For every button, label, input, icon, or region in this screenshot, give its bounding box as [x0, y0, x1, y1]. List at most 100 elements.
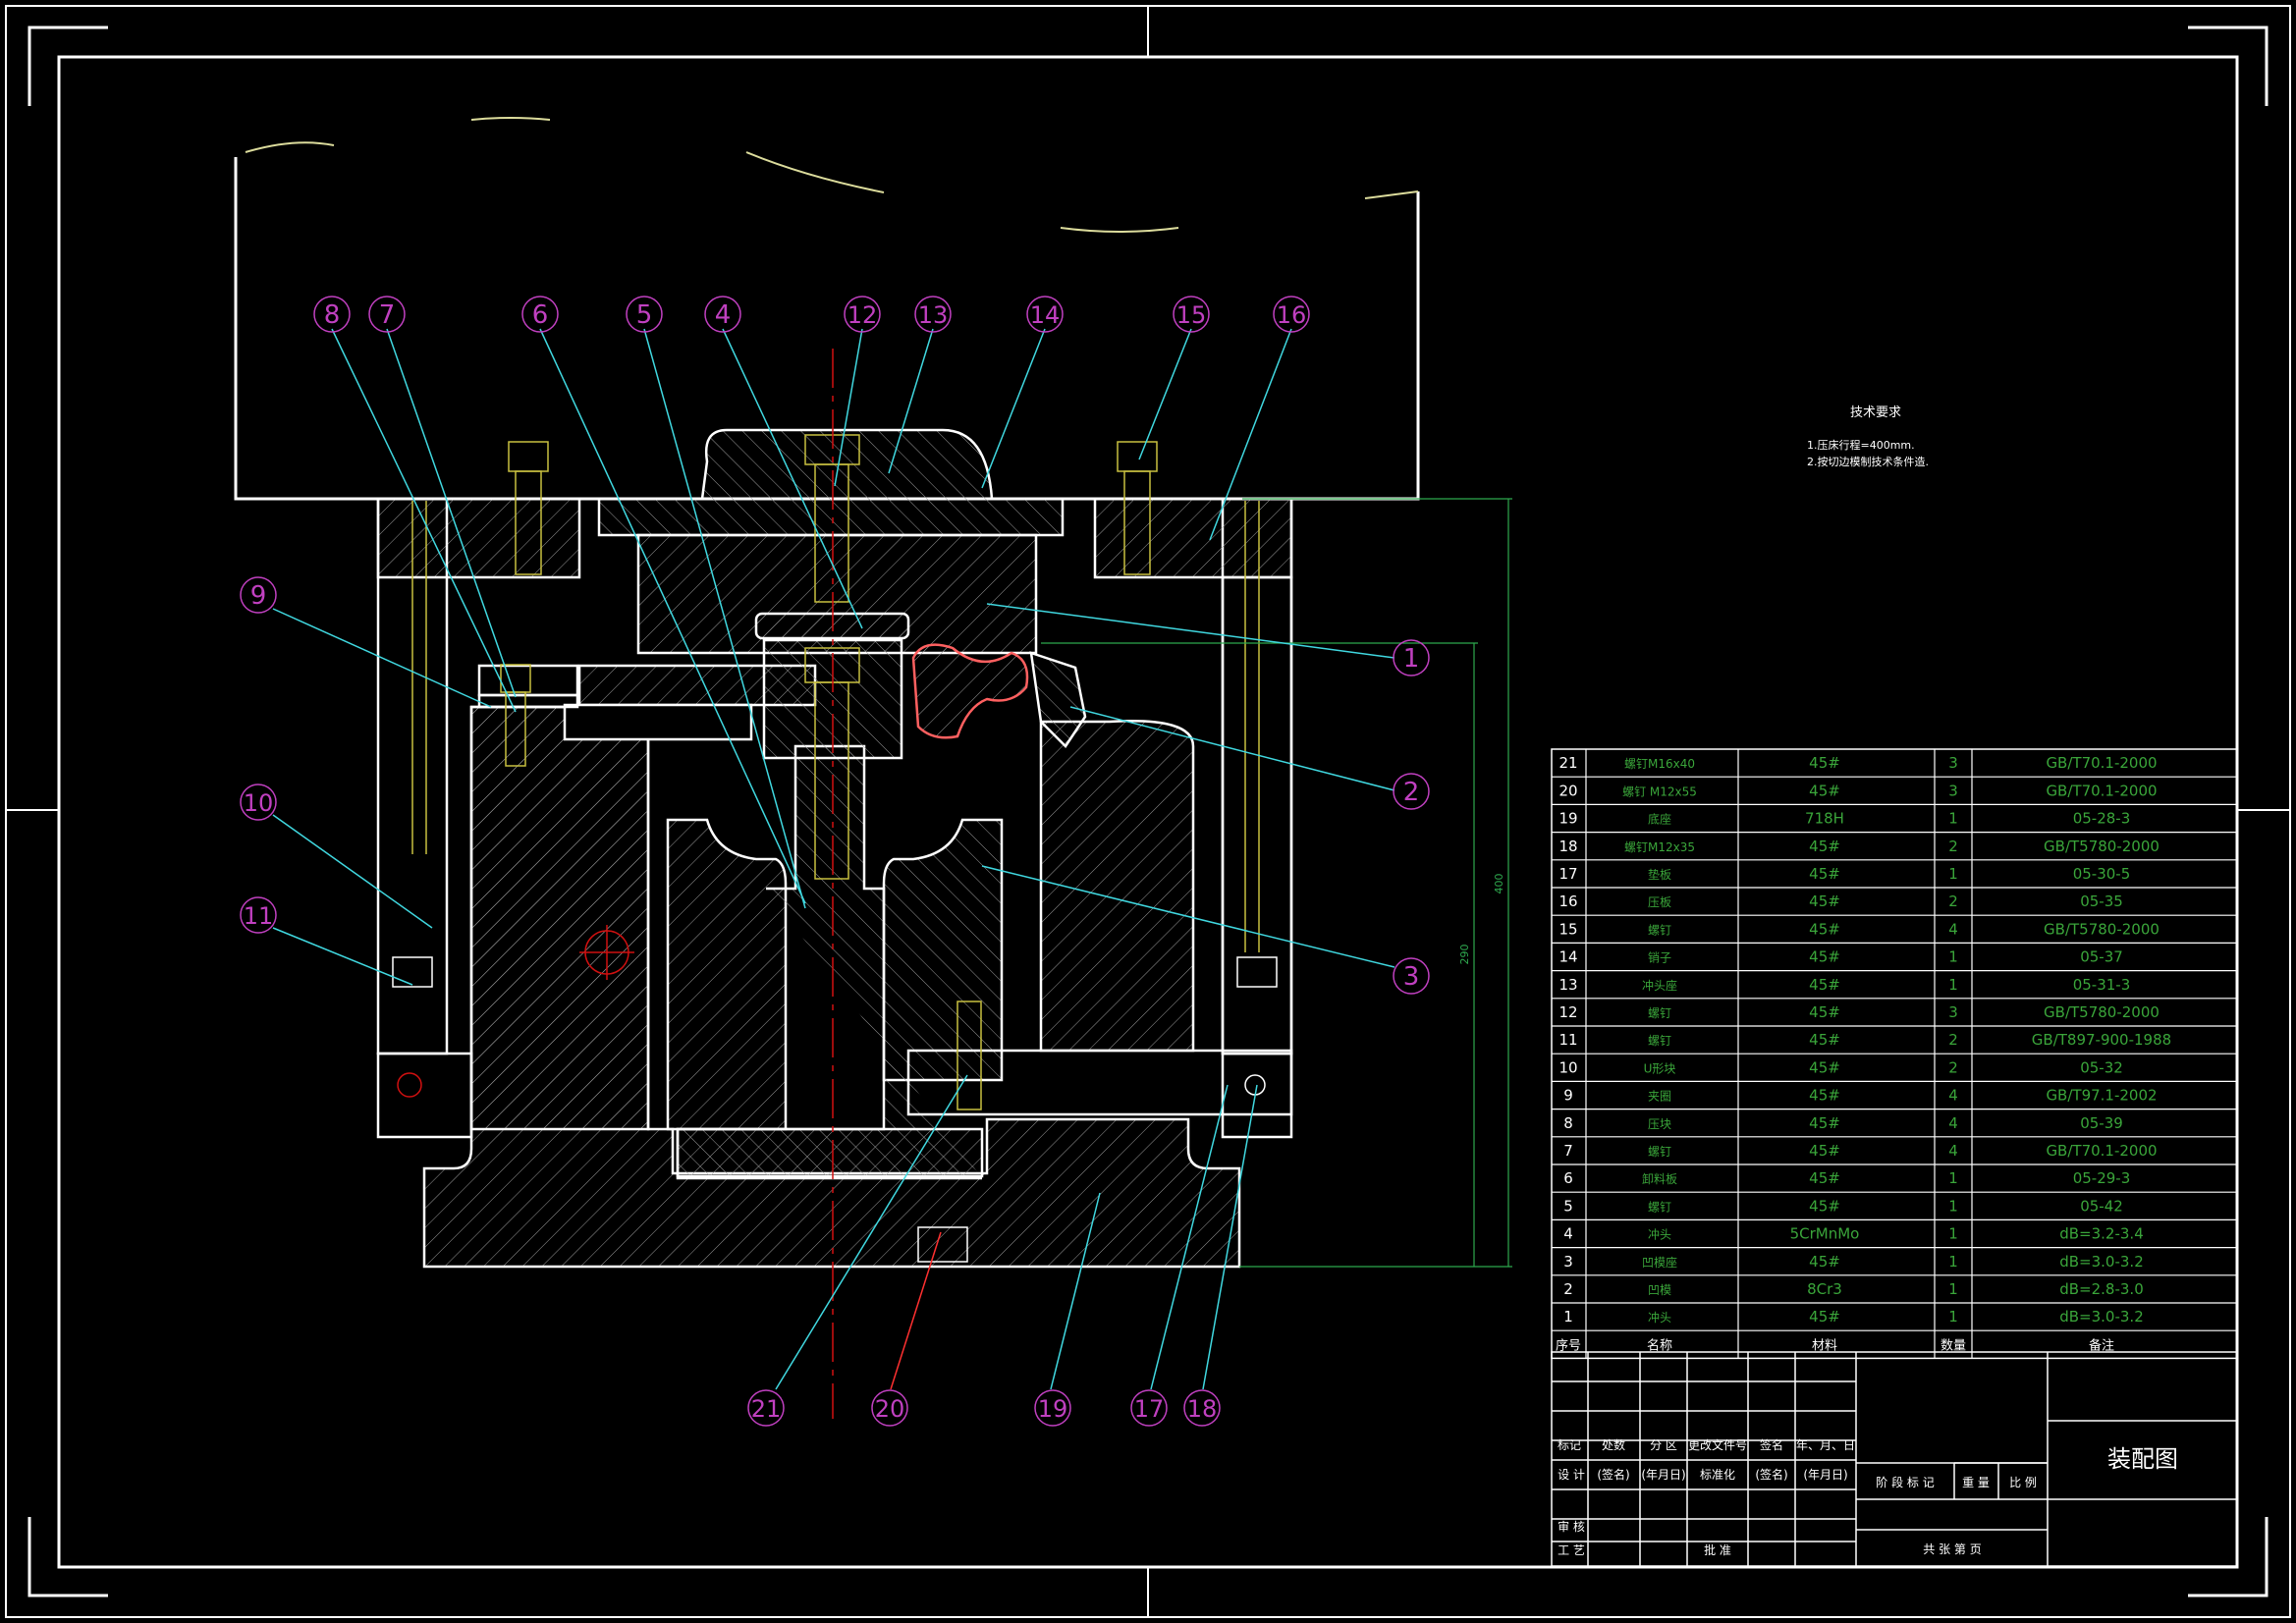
bom-header-cell: 材料 [1812, 1338, 1837, 1353]
svg-text:(签名): (签名) [1755, 1467, 1787, 1482]
bom-cell-no: 20 [1558, 782, 1577, 799]
bom-cell-no: 11 [1558, 1031, 1577, 1049]
bom-cell-remark: 05-31-3 [2073, 976, 2131, 994]
bom-cell-qty: 1 [1948, 865, 1958, 883]
die-assembly [376, 428, 1293, 1269]
bom-cell-name: 螺钉 [1648, 1145, 1671, 1159]
bom-cell-material: 45# [1809, 1169, 1840, 1187]
balloon-21[interactable]: 21 [747, 1389, 785, 1427]
bom-cell-qty: 3 [1948, 1003, 1958, 1021]
bom-cell-name: 卸料板 [1642, 1171, 1677, 1186]
bom-cell-remark: GB/T897-900-1988 [2032, 1031, 2171, 1049]
die-insert-left [666, 818, 788, 1131]
balloon-11[interactable]: 11 [240, 896, 277, 934]
bom-cell-material: 8Cr3 [1807, 1280, 1842, 1298]
svg-text:9: 9 [250, 581, 267, 611]
svg-text:15: 15 [1176, 301, 1207, 329]
balloon-4[interactable]: 4 [704, 296, 741, 333]
bom-cell-qty: 1 [1948, 1308, 1958, 1325]
bom-cell-remark: 05-35 [2080, 893, 2123, 910]
bom-cell-remark: GB/T70.1-2000 [2046, 782, 2157, 799]
bom-cell-name: 夹圈 [1648, 1090, 1671, 1104]
bom-cell-material: 5CrMnMo [1790, 1225, 1860, 1243]
leader-20 [890, 1231, 942, 1390]
bom-cell-no: 7 [1563, 1142, 1573, 1160]
balloon-19[interactable]: 19 [1034, 1389, 1071, 1427]
balloon-5[interactable]: 5 [626, 296, 663, 333]
bom-cell-material: 45# [1809, 920, 1840, 938]
bom-cell-remark: 05-32 [2080, 1058, 2123, 1076]
bom-cell-qty: 3 [1948, 754, 1958, 772]
title-block [1551, 1351, 2238, 1567]
balloon-8[interactable]: 8 [313, 296, 351, 333]
balloon-17[interactable]: 17 [1130, 1389, 1168, 1427]
bom-cell-qty: 4 [1948, 920, 1958, 938]
bom-cell-material: 45# [1809, 1087, 1840, 1105]
bom-cell-qty: 1 [1948, 1169, 1958, 1187]
bom-cell-name: 垫板 [1648, 867, 1671, 882]
bom-cell-no: 13 [1558, 976, 1577, 994]
balloon-15[interactable]: 15 [1173, 296, 1210, 333]
bom-cell-name: U形块 [1644, 1061, 1676, 1075]
balloon-2[interactable]: 2 [1393, 773, 1430, 810]
balloon-13[interactable]: 13 [914, 296, 952, 333]
dimension-400: 400 [1493, 874, 1505, 894]
balloon-6[interactable]: 6 [521, 296, 559, 333]
bom-cell-no: 10 [1558, 1058, 1577, 1076]
tech-requirements: 技术要求 1.压床行程=400mm. 2.按切边模制技术条件造. [1807, 406, 1929, 468]
bom-cell-no: 17 [1558, 865, 1577, 883]
bom-cell-name: 凹模座 [1642, 1255, 1677, 1270]
bom-header-cell: 序号 [1556, 1338, 1581, 1353]
bom-cell-remark: 05-37 [2080, 948, 2123, 966]
svg-text:阶 段 标 记: 阶 段 标 记 [1876, 1475, 1934, 1489]
bom-cell-material: 718H [1805, 810, 1844, 828]
svg-text:签名: 签名 [1760, 1437, 1783, 1452]
punch-holder [597, 428, 1065, 537]
bom-cell-remark: GB/T70.1-2000 [2046, 1142, 2157, 1160]
svg-text:10: 10 [244, 789, 274, 817]
balloon-10[interactable]: 10 [240, 784, 277, 821]
bom-cell-no: 8 [1563, 1114, 1573, 1132]
bom-cell-no: 6 [1563, 1169, 1573, 1187]
svg-text:8: 8 [324, 300, 341, 330]
svg-text:14: 14 [1030, 301, 1061, 329]
svg-text:更改文件号: 更改文件号 [1688, 1437, 1747, 1452]
bom-cell-material: 45# [1809, 893, 1840, 910]
die-insert-right [882, 818, 1004, 1082]
svg-text:(签名): (签名) [1597, 1467, 1629, 1482]
balloon-14[interactable]: 14 [1026, 296, 1064, 333]
bom-cell-remark: GB/T5780-2000 [2044, 1003, 2159, 1021]
bom-cell-no: 1 [1563, 1308, 1573, 1325]
bom-cell-remark: dB=2.8-3.0 [2059, 1280, 2144, 1298]
bom-cell-qty: 4 [1948, 1142, 1958, 1160]
svg-text:(年月日): (年月日) [1803, 1468, 1847, 1482]
bom-cell-material: 45# [1809, 782, 1840, 799]
svg-text:20: 20 [875, 1395, 905, 1423]
bom-cell-remark: dB=3.0-3.2 [2059, 1308, 2144, 1325]
bom-cell-no: 3 [1563, 1253, 1573, 1271]
bom-header-cell: 数量 [1941, 1338, 1966, 1353]
balloon-9[interactable]: 9 [240, 576, 277, 614]
balloon-18[interactable]: 18 [1183, 1389, 1221, 1427]
svg-text:5: 5 [636, 300, 653, 330]
bom-cell-remark: 05-42 [2080, 1197, 2123, 1215]
bom-cell-material: 45# [1809, 1003, 1840, 1021]
balloon-16[interactable]: 16 [1273, 296, 1310, 333]
bom-cell-name: 螺钉 [1648, 1034, 1671, 1048]
balloon-7[interactable]: 7 [368, 296, 406, 333]
dimension-lines [1041, 498, 1512, 1268]
balloon-3[interactable]: 3 [1393, 957, 1430, 995]
bom-cell-no: 15 [1558, 920, 1577, 938]
die-block-left [469, 705, 650, 1131]
bom-cell-name: 底座 [1648, 812, 1671, 827]
bom-cell-no: 18 [1558, 838, 1577, 855]
bom-cell-remark: GB/T5780-2000 [2044, 920, 2159, 938]
bom-cell-material: 45# [1809, 1058, 1840, 1076]
balloon-20[interactable]: 20 [871, 1389, 908, 1427]
balloon-1[interactable]: 1 [1393, 639, 1430, 676]
balloon-12[interactable]: 12 [844, 296, 881, 333]
bom-cell-qty: 2 [1948, 1058, 1958, 1076]
bom-cell-name: 螺钉M12x35 [1624, 840, 1695, 854]
svg-text:4: 4 [715, 300, 732, 330]
